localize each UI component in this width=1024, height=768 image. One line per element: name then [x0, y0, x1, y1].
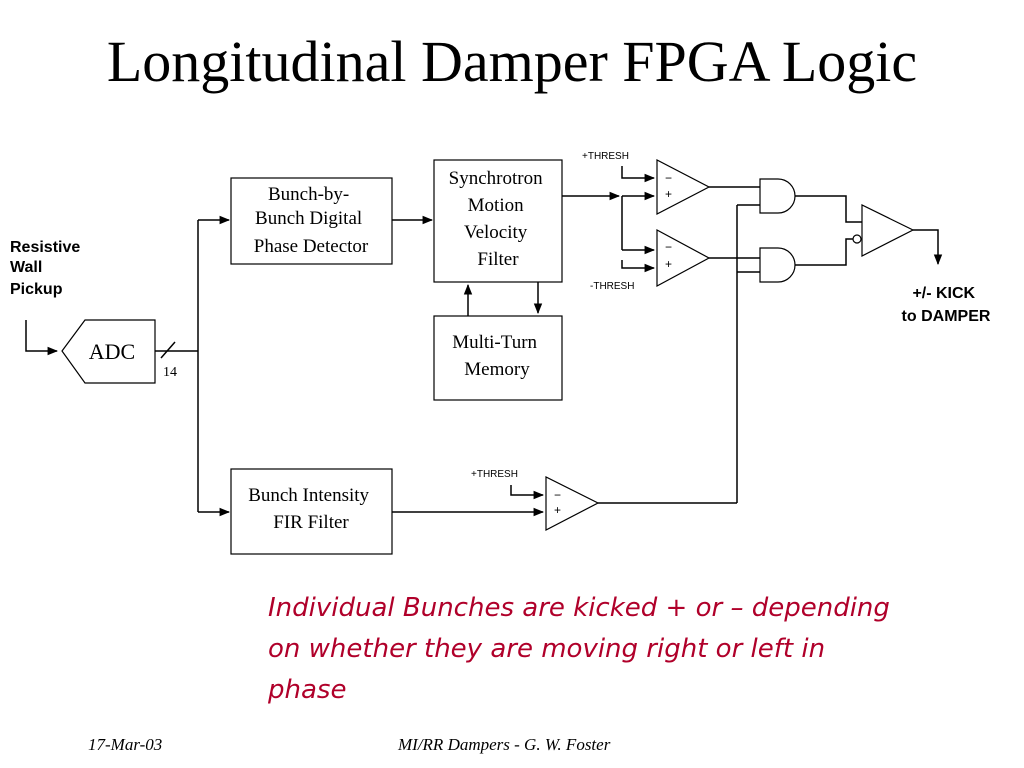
upper-comparator: [656, 159, 711, 215]
intensity-filter-block: [230, 468, 393, 555]
intensity-thresh-label: +THRESH: [471, 469, 518, 480]
pickup-wire: [25, 320, 59, 356]
footer-date: 17-Mar-03: [88, 735, 163, 754]
output-amplifier: [861, 204, 915, 257]
upper-comparator-minus: −: [665, 171, 672, 185]
inverter-bubble: [852, 234, 862, 244]
lower-and-gate: [759, 247, 796, 283]
intensity-comparator: [545, 476, 600, 531]
lower-thresh-label: -THRESH: [590, 281, 634, 292]
velocity-filter-block: [433, 159, 563, 283]
lower-and-output: [795, 238, 853, 266]
lower-comparator-plus: +: [665, 257, 672, 271]
upper-thresh-wire: [621, 166, 656, 183]
upper-and-gate: [759, 178, 796, 214]
upper-and-output: [795, 195, 862, 223]
lower-thresh-wire: [621, 260, 656, 273]
upper-comparator-plus: +: [665, 187, 672, 201]
bus-slash: [160, 341, 176, 359]
intensity-comparator-plus: +: [554, 503, 561, 517]
phase-detector-block: [230, 177, 393, 265]
input-label: Resistive Wall Pickup: [10, 239, 85, 298]
output-label: +/- KICK to DAMPER: [902, 285, 991, 325]
memory-label: Multi-Turn Memory: [452, 332, 542, 380]
intensity-comparator-minus: −: [554, 488, 561, 502]
memory-block: [433, 315, 563, 401]
velocity-filter-label: Synchrotron Motion Velocity Filter: [449, 168, 548, 270]
phase-detector-label: Bunch-by- Bunch Digital Phase Detector: [254, 184, 369, 257]
adc-label: ADC: [89, 339, 135, 364]
lower-comparator-minus: −: [665, 240, 672, 254]
explanation-note: Individual Bunches are kicked + or – dep…: [268, 593, 890, 705]
upper-thresh-label: +THRESH: [582, 151, 629, 162]
lower-comparator: [656, 228, 711, 288]
intensity-filter-label: Bunch Intensity FIR Filter: [248, 485, 374, 533]
kick-output-wire: [913, 229, 943, 266]
bus-width-label: 14: [163, 365, 177, 380]
intensity-thresh-wire: [510, 485, 545, 500]
footer-author: MI/RR Dampers - G. W. Foster: [398, 735, 611, 754]
page-title: Longitudinal Damper FPGA Logic: [106, 29, 918, 94]
